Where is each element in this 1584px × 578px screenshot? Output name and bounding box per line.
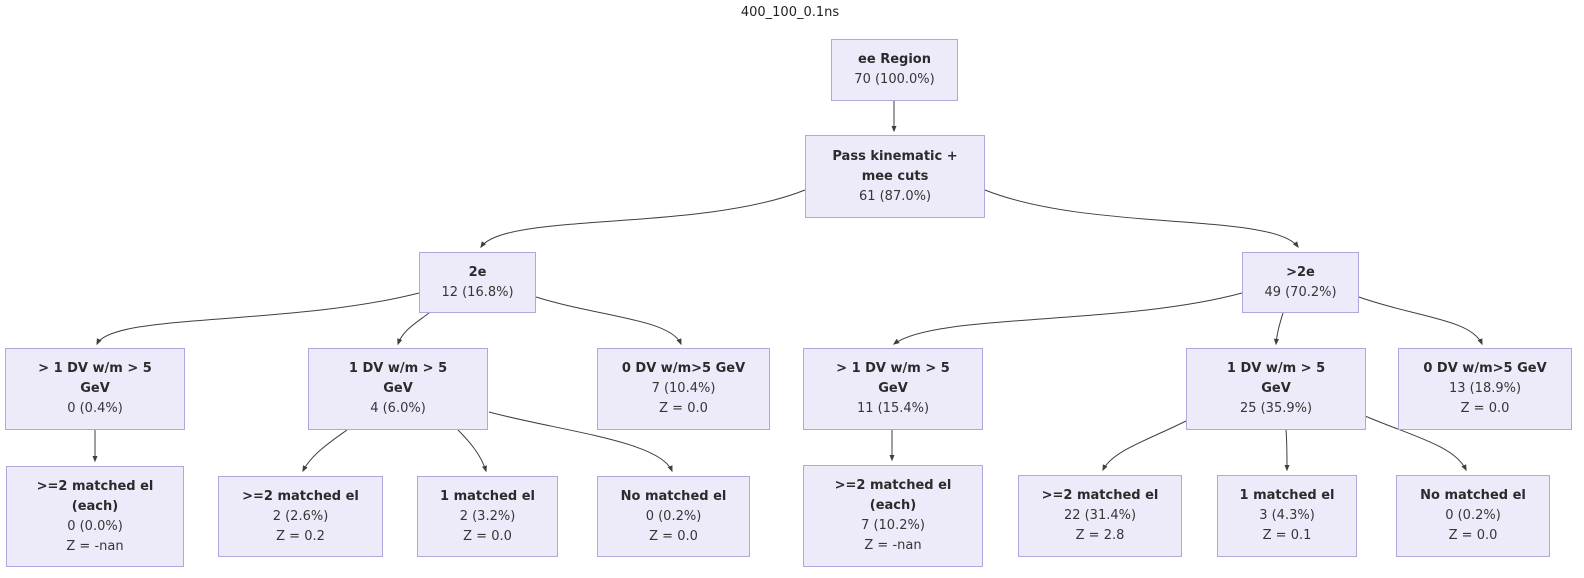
- node-title-line: ee Region: [858, 52, 931, 67]
- node-title-line: >2e: [1286, 264, 1315, 280]
- node-value-line: 2 (3.2%): [459, 508, 516, 524]
- node-value-line: 25 (35.9%): [1239, 401, 1313, 416]
- edge-r-1dv-to-r-match0: [1364, 415, 1467, 472]
- node-value-line: Z = 0.0: [659, 401, 708, 416]
- edge-r-1dv-to-r-match2: [1102, 420, 1187, 472]
- node-value-line: Z = -nan: [66, 538, 124, 554]
- node-l-match2: >=2 matched el 2 (2.6%) Z = 0.2: [218, 476, 383, 557]
- node-r-gt1dv: > 1 DV w/m > 5 GeV 11 (15.4%): [803, 348, 983, 430]
- node-title-line: 1 DV w/m > 5: [1226, 361, 1326, 376]
- node-pass-kinematic: Pass kinematic + mee cuts 61 (87.0%): [805, 135, 985, 218]
- node-value-line: 61 (87.0%): [858, 188, 932, 204]
- node-title-line: 1 DV w/m > 5: [348, 361, 448, 376]
- node-title-line: >=2 matched el: [36, 478, 154, 494]
- node-r-match2: >=2 matched el 22 (31.4%) Z = 2.8: [1018, 475, 1182, 557]
- node-title-line: No matched el: [1420, 488, 1526, 503]
- node-value-line: 13 (18.9%): [1448, 381, 1522, 396]
- node-l-match1: 1 matched el 2 (3.2%) Z = 0.0: [417, 476, 558, 557]
- node-title-line: (each): [869, 498, 917, 513]
- node-value-line: 7 (10.4%): [651, 381, 716, 396]
- node-title-line: 0 DV w/m>5 GeV: [1423, 361, 1547, 376]
- edge-l-1dv-to-l-match2: [302, 429, 348, 473]
- node-r-match1: 1 matched el 3 (4.3%) Z = 0.1: [1217, 475, 1357, 557]
- node-value-line: 4 (6.0%): [370, 401, 426, 416]
- node-title-line: Pass kinematic +: [832, 148, 958, 164]
- node-value-line: 70 (100.0%): [854, 72, 935, 87]
- node-title-line: >=2 matched el: [1041, 488, 1159, 503]
- edge-2e-to-l-0dv: [535, 296, 682, 346]
- node-title-line: (each): [71, 498, 119, 514]
- node-gt2e: >2e 49 (70.2%): [1242, 252, 1359, 313]
- node-value-line: Z = 0.0: [1460, 401, 1510, 416]
- edge-gt2e-to-r-1dv: [1273, 312, 1284, 346]
- node-title-line: >=2 matched el: [242, 488, 359, 504]
- edge-l-1dv-to-l-match1: [457, 429, 487, 473]
- node-value-line: 2 (2.6%): [272, 508, 329, 524]
- node-l-1dv: 1 DV w/m > 5 GeV 4 (6.0%): [308, 348, 488, 430]
- edge-2e-to-l-gt1dv: [96, 292, 420, 346]
- edge-pass-kinematic-to-2e: [480, 189, 806, 249]
- node-ee-region: ee Region 70 (100.0%): [831, 39, 958, 101]
- node-value-line: 0 (0.2%): [1445, 508, 1501, 523]
- node-l-0dv: 0 DV w/m>5 GeV 7 (10.4%) Z = 0.0: [597, 348, 770, 430]
- node-value-line: Z = -nan: [864, 538, 922, 553]
- node-l-match2-each: >=2 matched el (each) 0 (0.0%) Z = -nan: [6, 466, 184, 567]
- edge-pass-kinematic-to-gt2e: [984, 189, 1299, 249]
- node-r-match0: No matched el 0 (0.2%) Z = 0.0: [1396, 475, 1550, 557]
- node-value-line: 22 (31.4%): [1063, 508, 1137, 523]
- node-2e: 2e 12 (16.8%): [419, 252, 536, 313]
- node-title-line: GeV: [1261, 381, 1291, 396]
- node-title-line: 1 matched el: [1239, 488, 1335, 503]
- node-value-line: Z = 0.1: [1262, 528, 1312, 543]
- node-value-line: Z = 0.0: [1448, 528, 1498, 543]
- edge-gt2e-to-r-gt1dv: [892, 292, 1243, 345]
- node-title-line: 1 matched el: [440, 488, 535, 504]
- node-l-match0: No matched el 0 (0.2%) Z = 0.0: [597, 476, 750, 557]
- node-title-line: 0 DV w/m>5 GeV: [621, 361, 746, 376]
- node-title-line: No matched el: [620, 488, 727, 504]
- node-title-line: mee cuts: [861, 168, 929, 184]
- node-title-line: 2e: [468, 264, 487, 280]
- node-value-line: 7 (10.2%): [861, 518, 925, 533]
- node-title-line: >=2 matched el: [834, 478, 952, 493]
- node-title-line: > 1 DV w/m > 5: [38, 361, 152, 376]
- node-l-gt1dv: > 1 DV w/m > 5 GeV 0 (0.4%): [5, 348, 185, 430]
- node-value-line: 3 (4.3%): [1259, 508, 1315, 523]
- node-title-line: > 1 DV w/m > 5: [836, 361, 950, 376]
- node-value-line: Z = 0.0: [649, 528, 698, 544]
- node-r-match2-each: >=2 matched el (each) 7 (10.2%) Z = -nan: [803, 465, 983, 567]
- edge-2e-to-l-1dv: [397, 312, 430, 346]
- node-title-line: GeV: [878, 381, 908, 396]
- node-value-line: Z = 0.2: [276, 528, 325, 544]
- node-value-line: 0 (0.4%): [67, 401, 123, 416]
- edge-r-1dv-to-r-match1: [1284, 429, 1290, 472]
- node-value-line: 0 (0.2%): [645, 508, 702, 524]
- node-r-0dv: 0 DV w/m>5 GeV 13 (18.9%) Z = 0.0: [1398, 348, 1572, 430]
- node-value-line: Z = 2.8: [1075, 528, 1125, 543]
- node-title-line: GeV: [80, 381, 110, 396]
- node-value-line: 11 (15.4%): [856, 401, 930, 416]
- node-value-line: Z = 0.0: [463, 528, 512, 544]
- node-value-line: 0 (0.0%): [67, 518, 123, 534]
- node-value-line: 12 (16.8%): [441, 284, 514, 300]
- edge-l-1dv-to-l-match0: [488, 411, 673, 473]
- diagram-title: 400_100_0.1ns: [740, 5, 840, 20]
- node-r-1dv: 1 DV w/m > 5 GeV 25 (35.9%): [1186, 348, 1366, 430]
- node-value-line: 49 (70.2%): [1264, 284, 1337, 300]
- node-title-line: GeV: [383, 381, 413, 396]
- edge-gt2e-to-r-0dv: [1358, 296, 1483, 346]
